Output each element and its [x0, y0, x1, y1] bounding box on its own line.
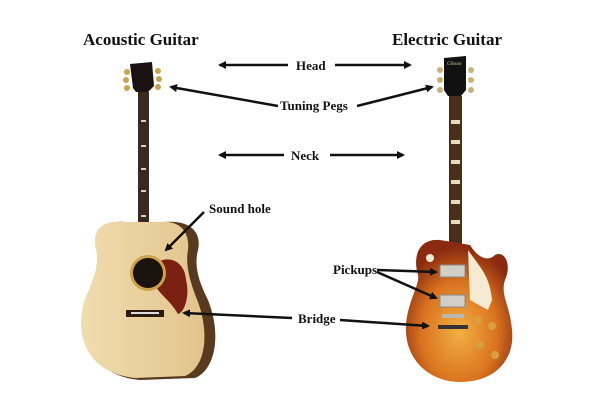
- pickups-arrow-neck: [376, 267, 438, 276]
- label-pickups: Pickups: [333, 262, 377, 277]
- bridge-arrow-right: [339, 318, 430, 330]
- pointer-arrows: [164, 61, 438, 330]
- acoustic-guitar-illustration: [81, 62, 216, 380]
- acoustic-guitar-title: Acoustic Guitar: [83, 30, 199, 49]
- label-head: Head: [296, 58, 326, 73]
- electric-guitar-title: Electric Guitar: [392, 30, 502, 49]
- headstock-logo: Gibson: [447, 62, 462, 67]
- bridge-arrow-left: [182, 309, 293, 320]
- label-neck: Neck: [291, 148, 320, 163]
- label-bridge: Bridge: [298, 311, 336, 326]
- label-sound-hole: Sound hole: [209, 201, 271, 216]
- tuning-pegs-arrow-left: [169, 84, 279, 108]
- sound-hole-arrow: [164, 211, 205, 252]
- label-tuning-pegs: Tuning Pegs: [280, 98, 348, 113]
- pickups-arrow-bridge: [376, 270, 438, 300]
- electric-guitar-illustration: Gibson: [405, 56, 513, 382]
- tuning-pegs-arrow-right: [356, 84, 434, 108]
